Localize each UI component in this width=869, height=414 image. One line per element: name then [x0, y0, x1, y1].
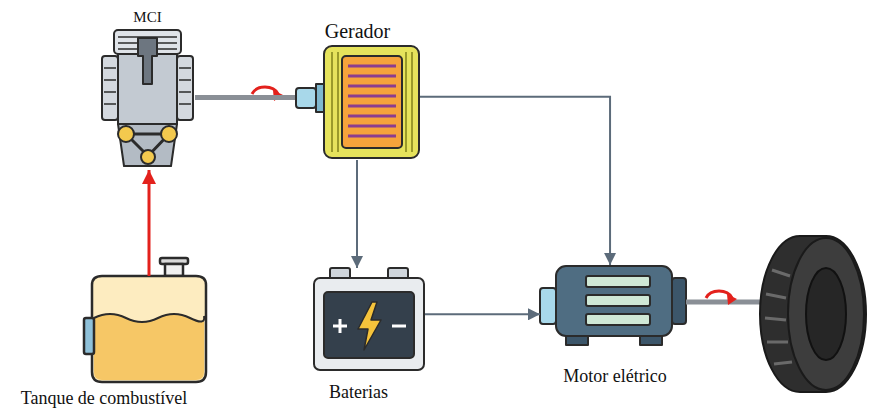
battery-icon-part	[358, 302, 381, 350]
generator-icon-part-part	[348, 95, 396, 98]
power-arrow	[425, 313, 540, 315]
generator-icon-part-part	[348, 115, 396, 118]
tire-icon	[760, 236, 866, 392]
battery-icon-part	[392, 325, 406, 328]
tire-icon-part-part	[767, 341, 788, 344]
engine-icon-part	[104, 67, 116, 69]
tire-icon-part-part	[765, 318, 786, 320]
fuel-tank-icon-part	[94, 314, 204, 380]
component-node: Tanque de combustível	[92, 276, 206, 382]
component-label: MCI	[133, 9, 161, 26]
fuel-arrow	[148, 170, 151, 276]
generator-icon-part-part	[337, 52, 339, 152]
shaft-line	[195, 95, 295, 100]
engine-icon-part	[141, 150, 155, 164]
tire-icon-part-part	[772, 270, 790, 276]
wheel-shaft-part	[727, 294, 737, 305]
engine-icon-part	[179, 103, 191, 105]
engine-icon-part	[104, 91, 116, 93]
tire-icon-part	[760, 236, 866, 392]
component-label: Gerador	[325, 20, 391, 42]
label-slot: MCI	[133, 9, 161, 26]
generator-icon-part-part	[405, 52, 407, 152]
power-arrow	[356, 160, 358, 268]
electric-motor-icon-part	[556, 266, 672, 336]
component-label: Baterias	[329, 383, 388, 403]
generator-icon-part	[332, 52, 412, 152]
generator-icon-part	[342, 56, 402, 148]
engine-icon-part	[104, 103, 116, 105]
label-slot: Baterias	[329, 383, 388, 403]
fuel-tank-icon-part	[165, 264, 183, 276]
engine-icon-part	[179, 67, 191, 69]
fuel-tank-icon-part	[92, 276, 206, 382]
engine-icon-part	[179, 79, 191, 81]
battery-icon-part	[324, 292, 414, 358]
engine-icon-part	[161, 126, 177, 142]
electric-motor-icon	[540, 266, 686, 345]
tire-icon-part	[806, 268, 846, 360]
engine-icon-part	[118, 124, 177, 166]
engine-icon-part	[118, 126, 134, 142]
generator-icon-part	[296, 88, 316, 108]
engine-icon-part	[179, 91, 191, 93]
label-slot: Gerador	[325, 20, 391, 42]
tire-icon-part-part	[774, 362, 792, 364]
battery-icon	[314, 268, 424, 370]
electric-motor-icon-part	[586, 276, 650, 287]
wheel-shaft	[686, 291, 772, 305]
generator-icon	[296, 46, 419, 158]
component-label: Tanque de combustível	[21, 389, 188, 409]
engine-icon-part	[102, 56, 118, 120]
tire-icon-part-part	[766, 294, 786, 298]
electric-motor-icon-part	[586, 295, 650, 306]
generator-icon-part-part	[348, 135, 396, 138]
generator-icon-part-part	[348, 125, 396, 128]
component-node: Gerador	[295, 45, 420, 160]
component-label: Motor elétrico	[563, 367, 666, 387]
component-node: MCI	[100, 28, 195, 170]
generator-icon-part	[348, 66, 396, 136]
generator-icon-part-part	[348, 65, 396, 68]
electric-motor-icon-part	[586, 314, 650, 325]
component-node: Motor elétrico	[540, 265, 690, 345]
generator-icon-part	[324, 46, 419, 158]
engine-icon-part	[104, 79, 116, 81]
fuel-tank-icon	[84, 258, 206, 382]
power-arrow	[420, 97, 610, 265]
engine-icon-part	[138, 38, 157, 84]
electric-motor-icon-part	[672, 278, 686, 324]
generator-icon-part-part	[348, 105, 396, 108]
generator-icon-part-part	[348, 75, 396, 78]
battery-icon-part	[339, 319, 342, 333]
component-node: Baterias	[312, 268, 425, 371]
fuel-tank-icon-part	[84, 318, 94, 354]
generator-icon-part-part	[348, 85, 396, 88]
engine-icon	[102, 30, 193, 166]
label-slot: Tanque de combustível	[21, 389, 188, 409]
label-slot: Motor elétrico	[563, 367, 666, 387]
generator-icon-part-part	[411, 52, 413, 152]
fuel-tank-icon-part	[94, 314, 204, 322]
generator-icon-part	[316, 84, 324, 112]
tire-icon-part	[788, 238, 864, 390]
battery-icon-part	[314, 278, 424, 370]
engine-icon-part	[177, 56, 193, 120]
generator-icon-part-part	[331, 52, 333, 152]
electric-motor-icon-part	[540, 288, 556, 324]
